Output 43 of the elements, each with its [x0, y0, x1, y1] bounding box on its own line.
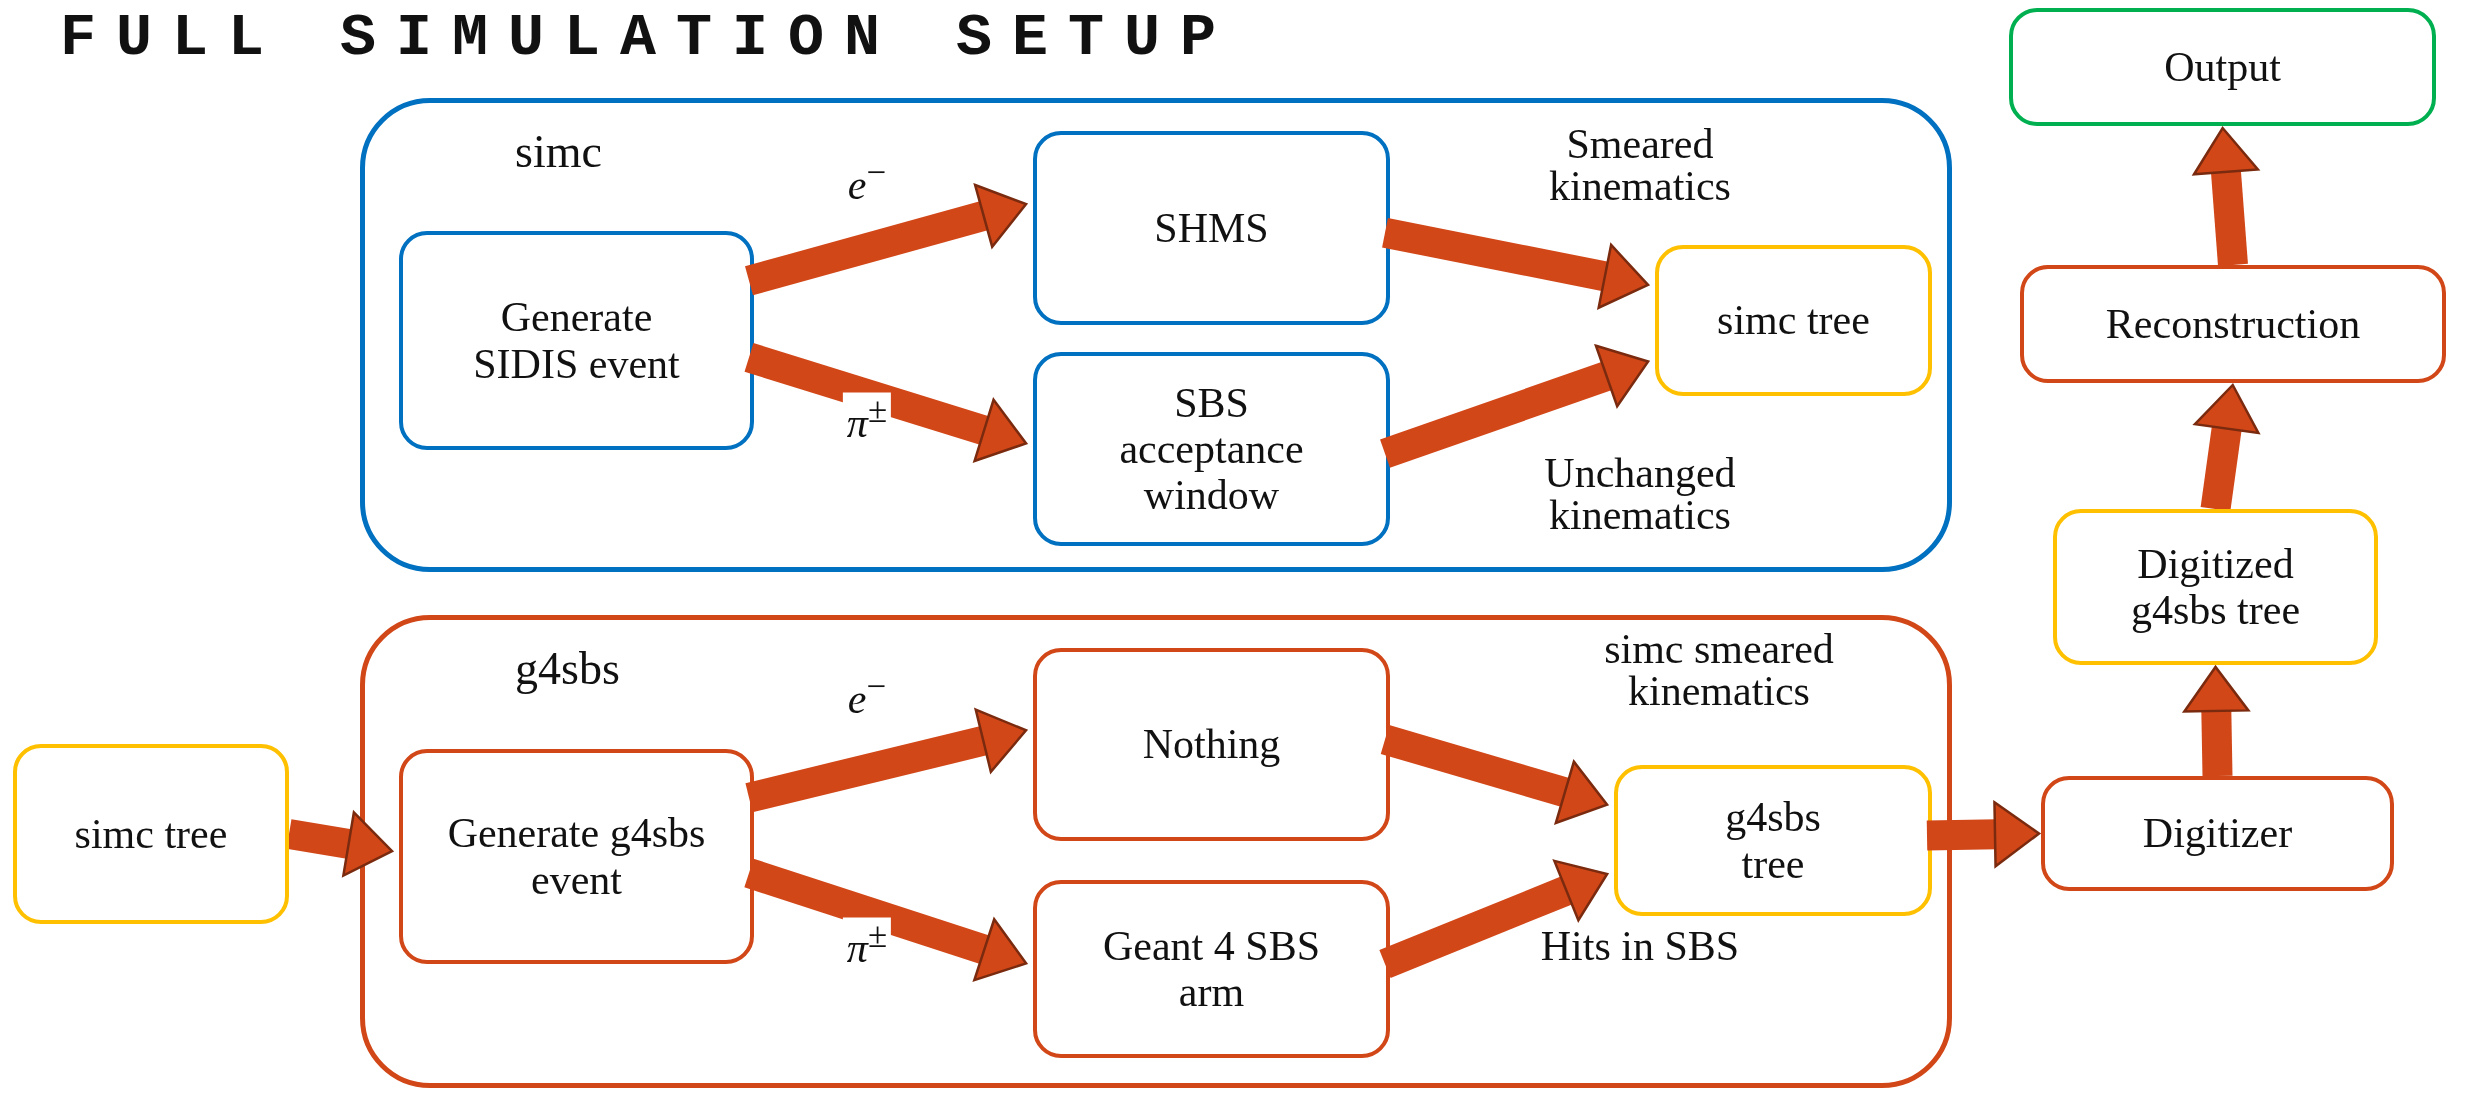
block-arrow: [745, 708, 1028, 813]
box-label: Generate g4sbs event: [446, 810, 707, 903]
box-label: Generate SIDIS event: [472, 294, 681, 387]
block-arrow: [1379, 859, 1609, 978]
block-arrow: [2183, 665, 2250, 777]
block-arrow: [744, 858, 1028, 982]
box-label: Geant 4 SBS arm: [1102, 922, 1321, 1016]
group-title: simc: [515, 125, 602, 178]
process-box: [1033, 880, 1390, 1058]
group-panel: [360, 615, 1952, 1088]
box-label: Nothing: [1141, 721, 1282, 768]
process-box: [2053, 509, 2378, 665]
box-label: Reconstruction: [2104, 300, 2362, 348]
box-label: simc tree: [73, 810, 229, 858]
process-box: [2041, 776, 2394, 891]
block-arrow: [2192, 126, 2260, 267]
box-label: Digitized g4sbs tree: [2129, 540, 2302, 634]
block-arrow: [1380, 725, 1609, 825]
box-label: g4sbs tree: [1724, 794, 1822, 887]
process-box: [13, 744, 289, 924]
process-box: [1614, 765, 1932, 916]
block-arrow: [744, 343, 1028, 463]
group-panel: [360, 98, 1952, 572]
block-arrow: [1382, 218, 1650, 309]
box-label: Digitizer: [2141, 810, 2294, 857]
process-box: [399, 231, 754, 450]
process-box: [399, 749, 754, 964]
box-label: Output: [2163, 43, 2282, 91]
block-arrow: [1380, 344, 1650, 468]
process-box: [1033, 352, 1390, 546]
process-box: [1655, 245, 1932, 396]
process-box: [2020, 265, 2446, 383]
title: FULL SIMULATION SETUP: [60, 4, 1237, 72]
block-arrow: [2193, 383, 2260, 512]
group-title: g4sbs: [515, 642, 620, 695]
block-arrow: [1926, 801, 2041, 868]
box-label: SBS acceptance window: [1118, 379, 1305, 519]
process-box: [1033, 648, 1390, 841]
box-label: SHMS: [1153, 204, 1270, 252]
process-box: [1033, 131, 1390, 325]
process-box: [2009, 8, 2436, 126]
box-label: simc tree: [1716, 297, 1871, 344]
block-arrow: [745, 183, 1028, 296]
